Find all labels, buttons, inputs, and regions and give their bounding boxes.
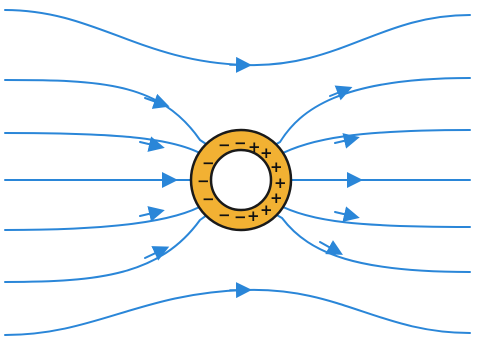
field-line-top: [5, 10, 470, 65]
arrow-mid-upper-left: [140, 142, 157, 146]
positive-charge: +: [248, 138, 261, 156]
arrow-mid-upper-right: [335, 139, 352, 143]
positive-charge: +: [260, 201, 273, 219]
negative-charge: −: [234, 208, 247, 226]
negative-charge: −: [202, 190, 215, 208]
arrow-mid-lower-right: [335, 212, 352, 216]
negative-charge: −: [234, 134, 247, 152]
arrow-mid-lower-left: [140, 212, 157, 216]
negative-charge: −: [197, 172, 210, 190]
positive-charge: +: [247, 207, 260, 225]
negative-charge: −: [218, 136, 231, 154]
negative-charge: −: [202, 154, 215, 172]
field-line-bottom: [5, 290, 470, 335]
negative-charge: −: [218, 206, 231, 224]
